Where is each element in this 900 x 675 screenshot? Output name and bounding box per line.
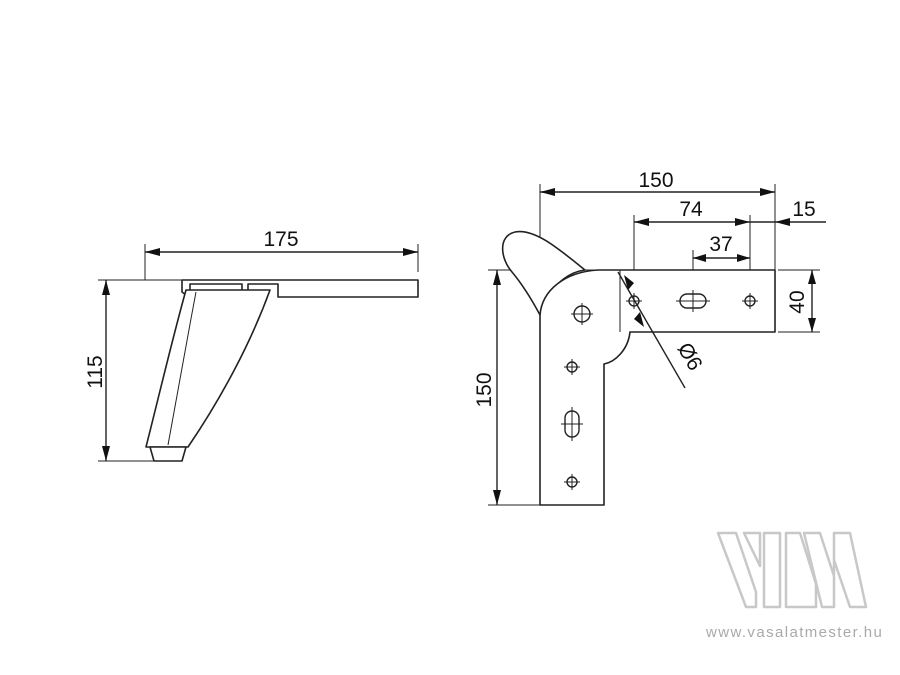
mounting-hole: [564, 474, 580, 490]
slot-hole: [561, 407, 583, 441]
hole-span-label: 74: [679, 198, 703, 221]
mounting-hole: [742, 293, 758, 309]
end-offset-dimension: 15: [750, 198, 826, 226]
side-view-bracket: [145, 279, 419, 462]
mounting-hole: [571, 303, 593, 325]
hole-diameter-label: Ø6: [673, 339, 707, 375]
width-dimension: 175: [144, 228, 419, 280]
hole-group: [561, 290, 758, 490]
mounting-hole: [564, 359, 580, 375]
side-view: 175 115: [84, 228, 419, 462]
end-offset-label: 15: [792, 198, 815, 221]
height-dimension: 115: [84, 279, 182, 462]
arm-width-label: 40: [786, 290, 809, 313]
total-length-label: 150: [638, 169, 673, 192]
slot-hole: [676, 290, 710, 312]
arm-width-dimension: 40: [778, 269, 820, 333]
width-label: 175: [263, 228, 298, 251]
leg-length-label: 150: [473, 372, 496, 407]
vasalatmester-logo: [716, 531, 868, 609]
plan-view: 150 74 15 37: [473, 169, 826, 506]
slot-span-label: 37: [709, 233, 732, 256]
plan-view-bracket: [501, 230, 776, 506]
height-label: 115: [84, 355, 107, 388]
website-url: www.vasalatmester.hu: [706, 624, 884, 641]
